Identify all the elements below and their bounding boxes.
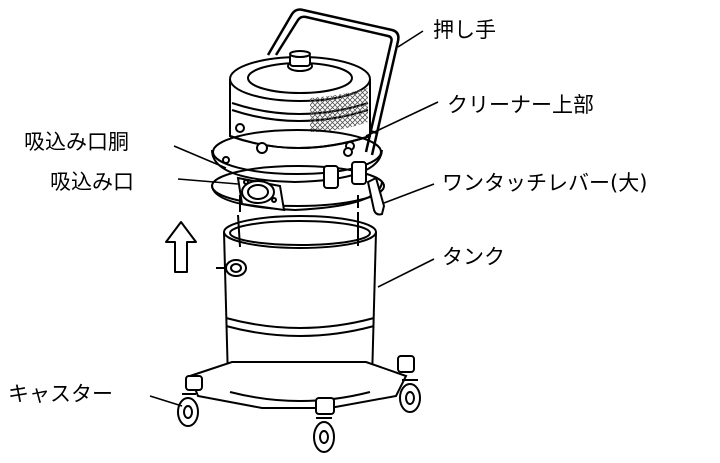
leader-lines [149, 30, 439, 407]
caster-base [185, 355, 415, 415]
leader-intake [177, 178, 239, 185]
intake-body-ring [211, 129, 386, 216]
label-cleaner-upper: クリーナー上部 [447, 93, 594, 117]
leader-intake-body [173, 145, 227, 169]
label-intake: 吸込み口 [50, 170, 134, 194]
label-caster: キャスター [8, 382, 113, 406]
leader-one-touch-lever [383, 183, 435, 204]
leader-cleaner-upper [365, 101, 439, 137]
cleaner-upper-body [229, 50, 371, 154]
label-push-handle: 押し手 [433, 18, 496, 42]
label-intake-body: 吸込み口胴 [24, 130, 129, 154]
label-one-touch-lever: ワンタッチレバー(大) [442, 171, 648, 195]
leader-push-handle [397, 30, 424, 48]
caster-wheels [177, 379, 421, 453]
label-tank: タンク [442, 245, 505, 269]
intake-port [236, 176, 286, 212]
leader-tank [377, 258, 435, 288]
up-arrow-icon [165, 221, 197, 273]
leader-caster [149, 395, 183, 407]
